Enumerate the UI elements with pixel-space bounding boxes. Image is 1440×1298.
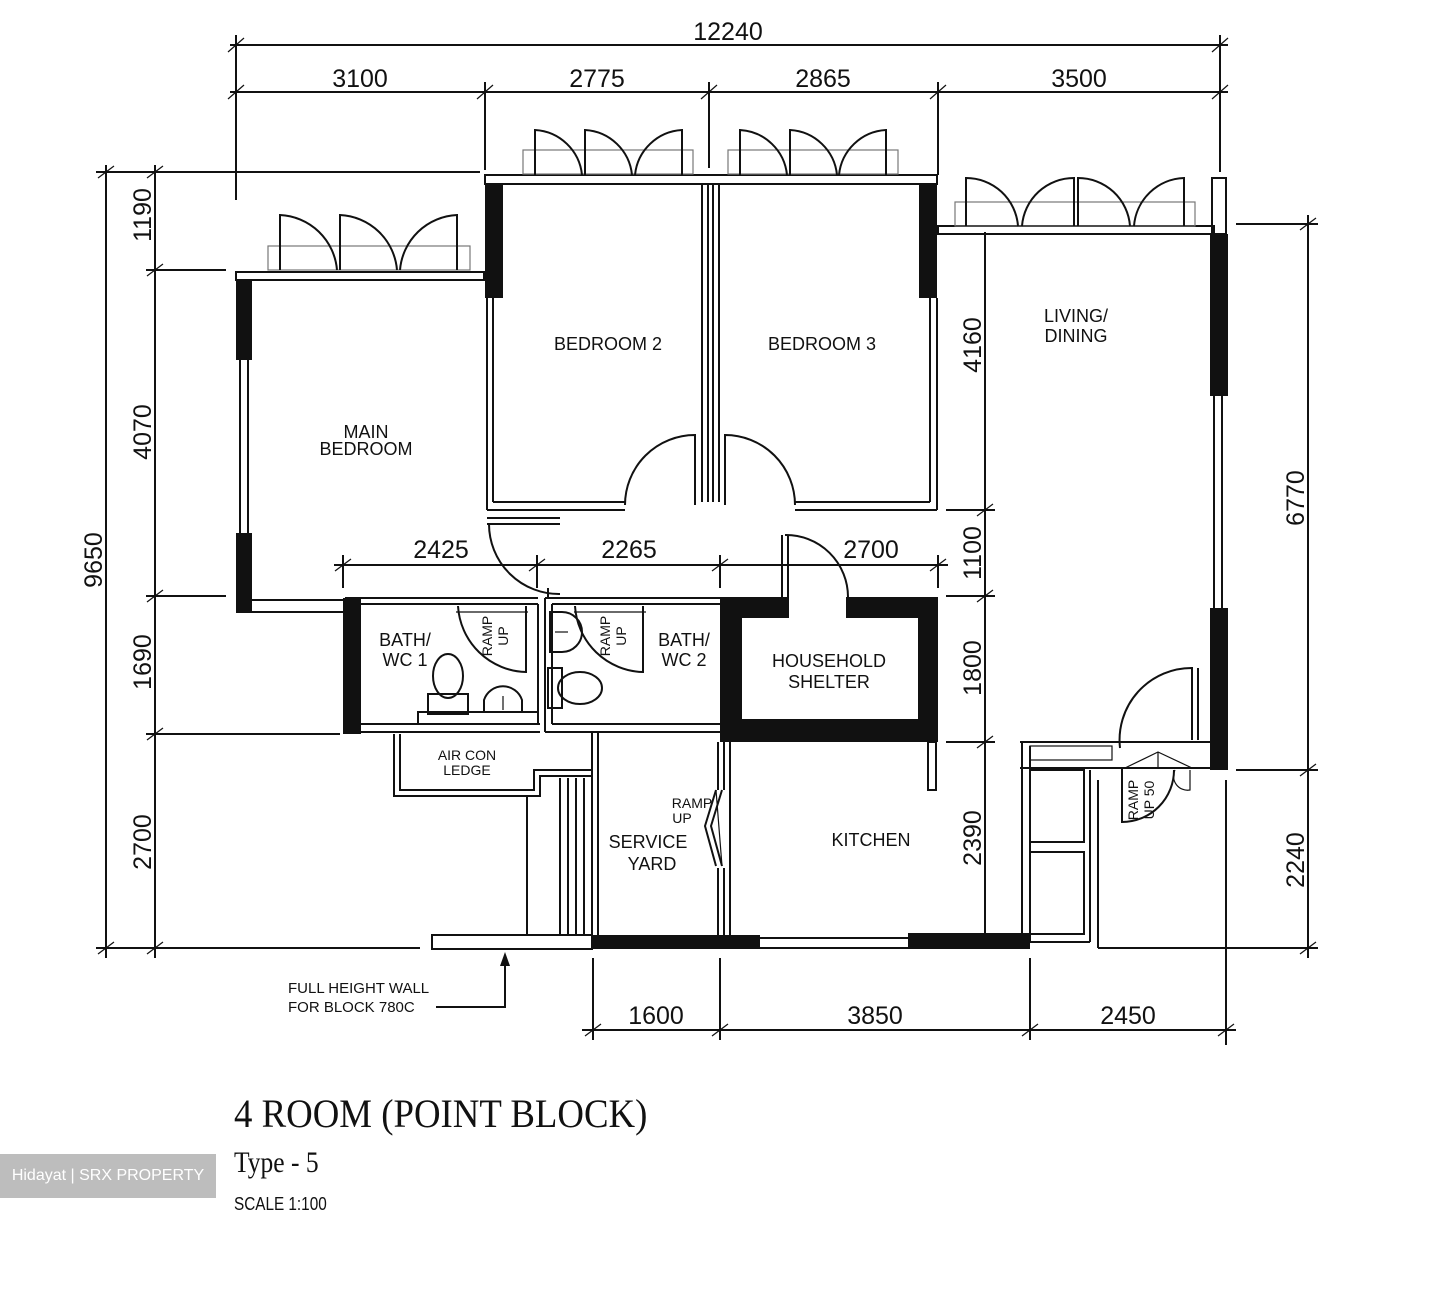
full-height-wall-note: FULL HEIGHT WALL FOR BLOCK 780C [288,952,510,1016]
plan-scale: SCALE 1:100 [234,1194,327,1214]
dim-left-3: 1690 [129,634,157,690]
label-ramp-up-50-1: RAMP [1125,780,1141,820]
dim-left-total: 9650 [80,532,108,588]
dim-bottom-2: 3850 [847,1002,903,1030]
bedroom-2: BEDROOM 2 [484,128,938,511]
label-ramp-up-service-1: RAMP [672,795,712,811]
label-main-bedroom-2: BEDROOM [319,439,412,459]
label-ramp-up-bath2-2: UP [613,626,629,645]
storage-shelves [1021,742,1113,948]
right-dimensions: 6770 2240 [1098,215,1318,1045]
label-ramp-up-bath1-2: UP [495,626,511,645]
top-dimensions: 12240 3100 2775 2865 3500 [227,18,1229,200]
label-bedroom-2: BEDROOM 2 [554,334,662,354]
dim-inner-1: 4160 [959,317,987,373]
watermark-badge: Hidayat | SRX PROPERTY [0,1154,216,1198]
dim-bottom-1: 1600 [628,1002,684,1030]
label-bath1-2: WC 1 [383,650,428,670]
dim-top-3: 2865 [795,65,851,93]
dim-inner-4: 2390 [959,810,987,866]
label-living-2: DINING [1045,326,1108,346]
household-shelter: HOUSEHOLD SHELTER [720,533,938,742]
dim-right-2: 2240 [1282,832,1310,888]
service-yard: RAMP UP SERVICE YARD [591,732,760,949]
label-ramp-up-bath1-1: RAMP [479,616,495,656]
label-service-2: YARD [628,854,677,874]
dim-mid-2: 2265 [601,536,657,564]
dim-left-1: 1190 [129,188,157,242]
middle-dimensions: 2425 2265 2700 [334,536,948,588]
air-con-ledge: AIR CON LEDGE [393,734,593,950]
plan-title: 4 ROOM (POINT BLOCK) [234,1091,648,1136]
label-service-1: SERVICE [609,832,688,852]
label-ramp-up-service-2: UP [672,810,691,826]
main-bedroom: MAIN BEDROOM [235,213,485,613]
label-ramp-up-bath2-1: RAMP [597,616,613,656]
dim-inner-3: 1800 [959,640,987,696]
label-living-1: LIVING/ [1044,306,1108,326]
label-kitchen: KITCHEN [831,830,910,850]
bottom-dimensions: 1600 3850 2450 [582,958,1236,1040]
kitchen: KITCHEN [729,741,1030,949]
label-aircon-1: AIR CON [438,747,496,763]
note-line-1: FULL HEIGHT WALL [288,980,429,997]
dim-right-1: 6770 [1282,470,1310,526]
dim-top-4: 3500 [1051,65,1107,93]
inner-right-dimensions: 4160 1100 1800 2390 [946,232,995,940]
label-bath1-1: BATH/ [379,630,431,650]
dim-top-total: 12240 [693,18,763,46]
living-dining: LIVING/ DINING RAMP UP 50 [937,176,1228,824]
dim-top-1: 3100 [332,65,388,93]
dim-left-2: 4070 [129,404,157,460]
label-shelter-1: HOUSEHOLD [772,651,886,671]
label-shelter-2: SHELTER [788,672,870,692]
plan-type: Type - 5 [234,1146,319,1179]
hallway-doors [487,517,561,598]
left-dimensions: 9650 1190 4070 1690 2700 [80,165,480,958]
label-main-bedroom-1: MAIN [344,422,389,442]
dim-bottom-3: 2450 [1100,1002,1156,1030]
bath-wc-1: RAMP UP BATH/ WC 1 [343,597,546,734]
bath-wc-2: RAMP UP BATH/ WC 2 [545,597,722,733]
dim-left-4: 2700 [129,814,157,870]
label-bath2-2: WC 2 [662,650,707,670]
dim-mid-1: 2425 [413,536,469,564]
note-line-2: FOR BLOCK 780C [288,999,415,1016]
label-ramp-up-50-2: UP 50 [1141,780,1157,819]
dim-inner-2: 1100 [959,526,987,580]
bedroom-3: BEDROOM 3 [712,128,938,511]
dim-mid-3: 2700 [843,536,899,564]
label-bedroom-3: BEDROOM 3 [768,334,876,354]
label-aircon-2: LEDGE [443,762,490,778]
dim-top-2: 2775 [569,65,625,93]
label-bath2-1: BATH/ [658,630,710,650]
